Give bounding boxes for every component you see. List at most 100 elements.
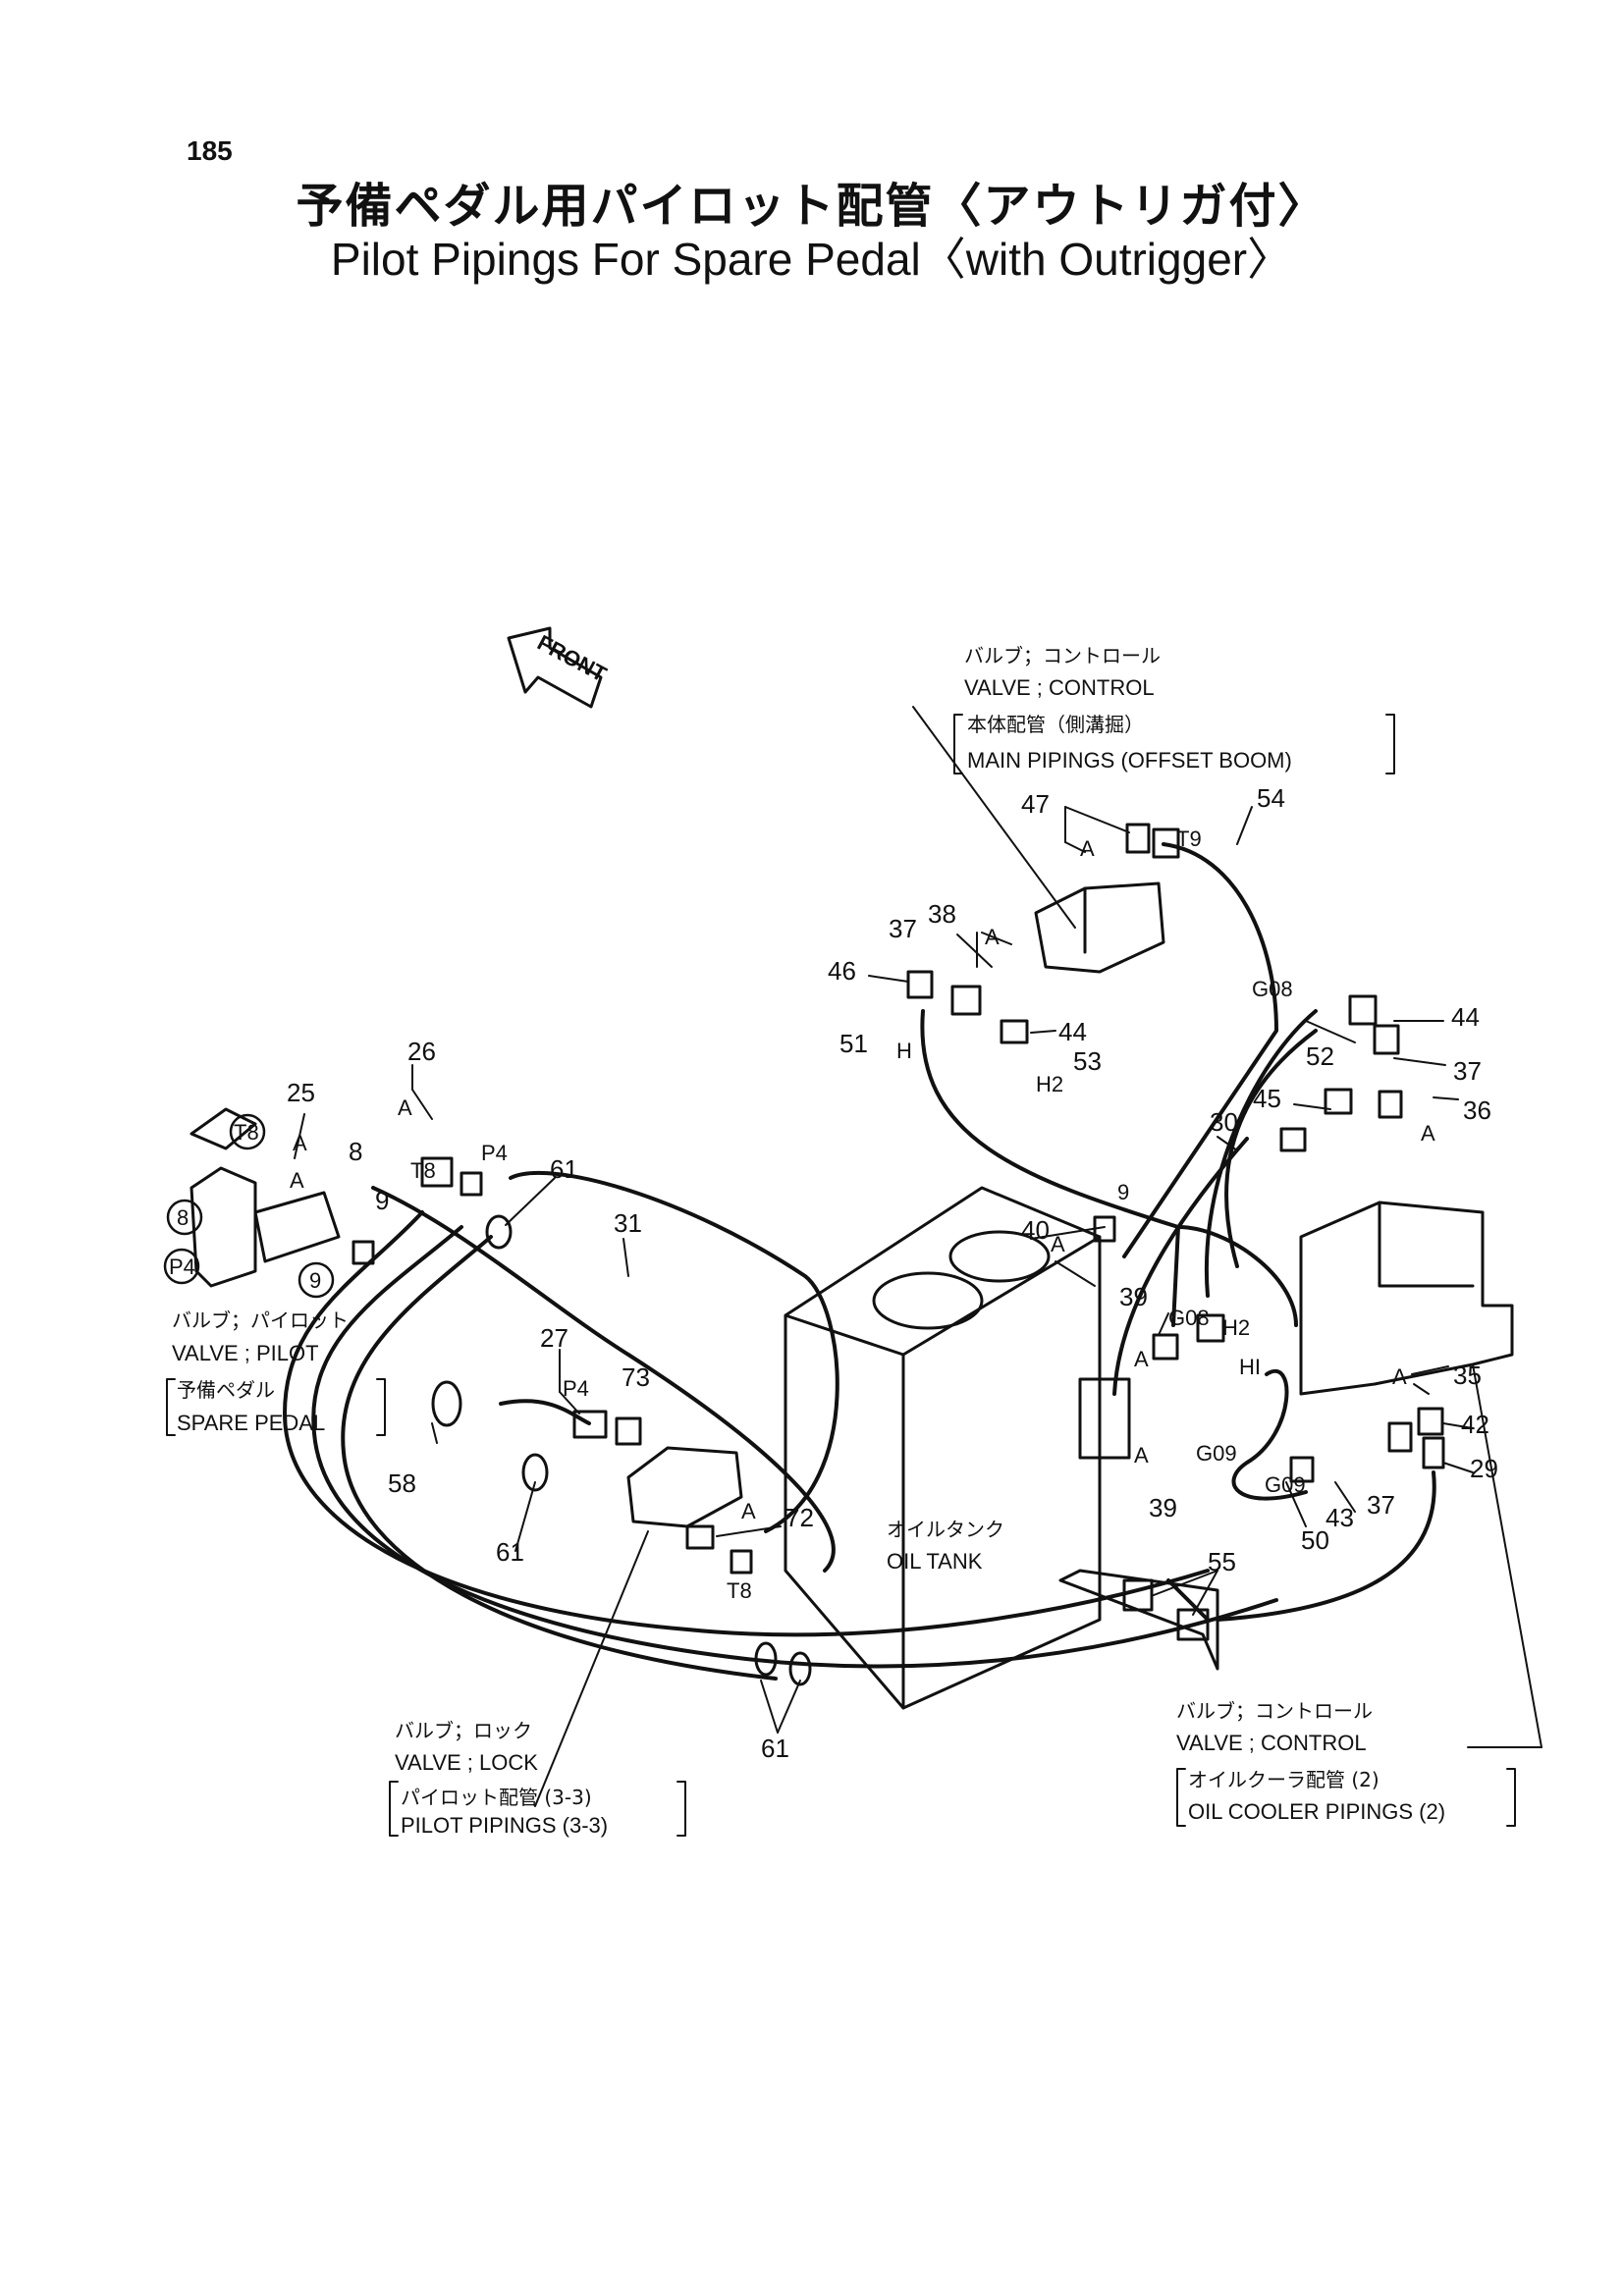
front-label: FRONT [533,630,611,687]
port-labels: T9 G08 H H2 G08 H2 HI G09 G09 T8 T8 T8 P… [169,827,1306,1603]
part-29: 29 [1470,1454,1498,1483]
callout-upper-line2: VALVE ; CONTROL [964,675,1155,700]
part-54: 54 [1257,783,1285,813]
port-g08-b: G08 [1168,1306,1210,1330]
page-title-english: Pilot Pipings For Spare Pedal〈with Outri… [330,234,1293,285]
part-30: 30 [1210,1107,1238,1137]
fittings [352,823,1445,1641]
part-61-c: 61 [761,1734,789,1763]
detail-a: A [1051,1232,1065,1256]
part-72: 72 [785,1503,814,1532]
callout-upper-line3: 本体配管（側溝掘） [967,713,1144,736]
part-46: 46 [828,956,856,986]
oil-tank-label-jp: オイルタンク [887,1518,1004,1541]
callout-pilot-line3: 予備ペダル [177,1378,275,1402]
part-50: 50 [1301,1525,1329,1555]
part-39-b: 39 [1149,1493,1177,1522]
pilot-valve-spare-pedal [189,1107,341,1288]
port-t8-circle: T8 [234,1120,259,1145]
detail-a: A [1080,836,1095,861]
callout-upper-line1: バルブ；コントロール [964,644,1161,667]
detail-a: A [985,925,1000,949]
detail-a: A [1134,1443,1149,1468]
part-31: 31 [614,1208,642,1238]
control-valve-right [1299,1201,1542,1748]
leader-lines [294,806,1474,1734]
control-valve-upper [912,706,1165,974]
circled-labels [163,1113,335,1299]
part-39-a: 39 [1119,1282,1148,1311]
callout-pilot-line2: VALVE ; PILOT [172,1341,319,1365]
part-37-a: 37 [889,914,917,943]
callout-cooler-line2: VALVE ; CONTROL [1176,1731,1367,1755]
detail-a: A [290,1168,304,1193]
callout-lock-line1: バルブ；ロック [395,1719,532,1742]
hoses [283,842,1436,1681]
part-26: 26 [407,1037,436,1066]
port-9-circle: 9 [309,1268,321,1293]
page-number: 185 [187,135,233,166]
callout-lock-line4: PILOT PIPINGS (3-3) [401,1813,608,1838]
part-36: 36 [1463,1095,1491,1125]
port-h: H [896,1039,912,1063]
part-37-b: 37 [1453,1056,1482,1086]
port-p4-b: P4 [563,1376,589,1401]
page-title-japanese: 予備ペダル用パイロット配管〈アウトリガ付〉 [296,179,1327,234]
part-35: 35 [1453,1361,1482,1390]
callout-lock-line2: VALVE ; LOCK [395,1750,538,1775]
part-42: 42 [1461,1410,1489,1439]
callout-cooler-line4: OIL COOLER PIPINGS (2) [1188,1799,1445,1824]
oil-tank [784,1186,1131,1710]
front-arrow-icon [507,626,603,709]
detail-a: A [293,1131,307,1155]
detail-a: A [741,1499,756,1523]
part-45: 45 [1253,1084,1281,1113]
port-t8-a: T8 [410,1158,436,1183]
part-44-b: 44 [1451,1002,1480,1032]
part-51: 51 [839,1029,868,1058]
part-73: 73 [622,1362,650,1392]
detail-a: A [398,1095,412,1120]
part-37-c: 37 [1367,1490,1395,1520]
part-9: 9 [375,1186,389,1215]
callout-lock-line3: パイロット配管 (3-3) [401,1786,592,1809]
part-52: 52 [1306,1041,1334,1071]
callout-brackets [166,714,1516,1837]
port-t9: T9 [1176,827,1202,851]
callout-cooler-line3: オイルクーラ配管 (2) [1188,1768,1380,1791]
detail-a: A [1421,1121,1435,1146]
port-h2-b: H2 [1222,1315,1250,1340]
port-hi: HI [1239,1355,1261,1379]
part-number-labels: 47 54 37 38 46 44 51 53 44 52 37 45 36 3… [287,783,1498,1763]
port-g08-a: G08 [1252,977,1293,1001]
part-8: 8 [349,1137,362,1166]
part-53: 53 [1073,1046,1102,1076]
part-44-a: 44 [1058,1017,1087,1046]
detail-a: A [1392,1364,1407,1389]
port-g09-b: G09 [1265,1472,1306,1497]
part-58: 58 [388,1468,416,1498]
port-t8-b: T8 [727,1578,752,1603]
port-9-upper: 9 [1117,1180,1129,1204]
part-27: 27 [540,1323,568,1353]
part-43: 43 [1325,1503,1354,1532]
callout-cooler-line1: バルブ；コントロール [1176,1699,1373,1723]
part-61-a: 61 [550,1154,578,1184]
part-55: 55 [1208,1547,1236,1576]
part-38: 38 [928,899,956,929]
clamps [431,1214,1219,1686]
lock-valve [534,1446,743,1807]
port-g09-a: G09 [1196,1441,1237,1466]
callout-pilot-line1: バルブ；パイロット [172,1308,349,1332]
port-8-circle: 8 [177,1205,189,1230]
port-p4-a: P4 [481,1141,508,1165]
callout-pilot-line4: SPARE PEDAL [177,1411,325,1435]
part-40: 40 [1021,1215,1050,1245]
oil-tank-label-en: OIL TANK [887,1549,983,1574]
port-h2-a: H2 [1036,1072,1063,1096]
callout-upper-line4: MAIN PIPINGS (OFFSET BOOM) [967,748,1292,773]
part-47: 47 [1021,789,1050,819]
port-p4-circle: P4 [169,1255,195,1279]
part-61-b: 61 [496,1537,524,1567]
